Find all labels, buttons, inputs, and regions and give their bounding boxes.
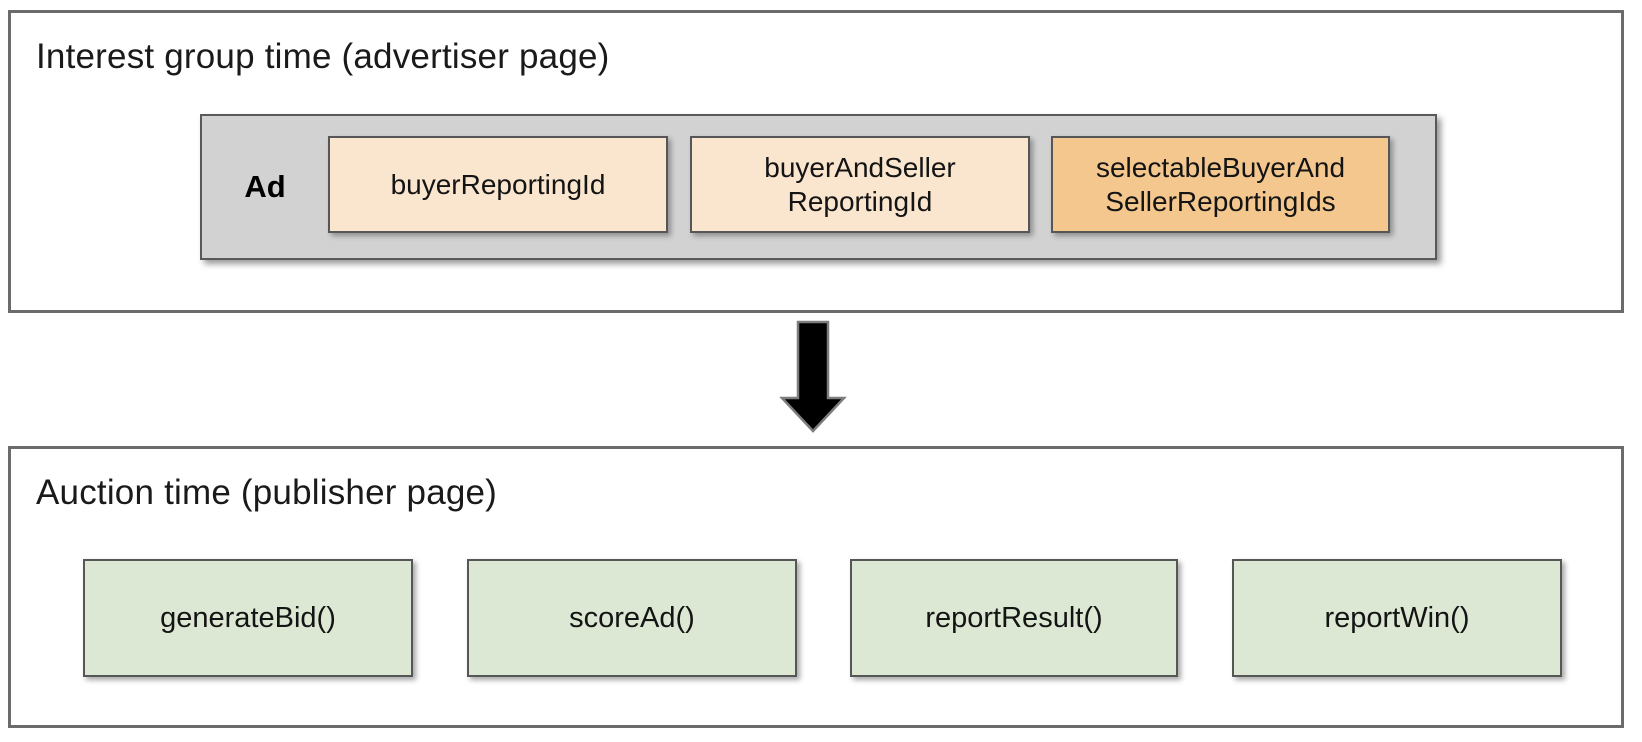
box-selectable-line2: SellerReportingIds	[1105, 185, 1336, 217]
interest-group-title: Interest group time (advertiser page)	[36, 37, 610, 76]
box-buyer-and-seller-reporting-id-line2: ReportingId	[787, 185, 933, 217]
box-score-ad: scoreAd()	[467, 559, 797, 677]
box-buyer-reporting-id-line1: buyerReportingId	[390, 168, 606, 200]
box-buyer-reporting-id: buyerReportingId	[328, 136, 668, 233]
interest-group-section: Interest group time (advertiser page) Ad…	[8, 10, 1624, 313]
box-selectable-buyer-and-seller-reporting-ids: selectableBuyerAnd SellerReportingIds	[1051, 136, 1390, 233]
box-buyer-and-seller-reporting-id: buyerAndSeller ReportingId	[690, 136, 1030, 233]
score-ad-label: scoreAd()	[569, 601, 695, 634]
box-report-win: reportWin()	[1232, 559, 1562, 677]
auction-section: Auction time (publisher page) generateBi…	[8, 446, 1624, 728]
ad-container: Ad buyerReportingId buyerAndSeller Repor…	[200, 114, 1437, 260]
ad-label: Ad	[244, 169, 286, 204]
generate-bid-label: generateBid()	[160, 601, 336, 634]
box-generate-bid: generateBid()	[83, 559, 413, 677]
auction-title: Auction time (publisher page)	[36, 473, 498, 512]
box-report-result: reportResult()	[850, 559, 1178, 677]
box-selectable-line1: selectableBuyerAnd	[1095, 151, 1346, 183]
down-arrow-icon	[779, 319, 847, 435]
report-result-label: reportResult()	[925, 601, 1103, 634]
report-win-label: reportWin()	[1324, 601, 1470, 634]
box-buyer-and-seller-reporting-id-line1: buyerAndSeller	[764, 151, 956, 183]
